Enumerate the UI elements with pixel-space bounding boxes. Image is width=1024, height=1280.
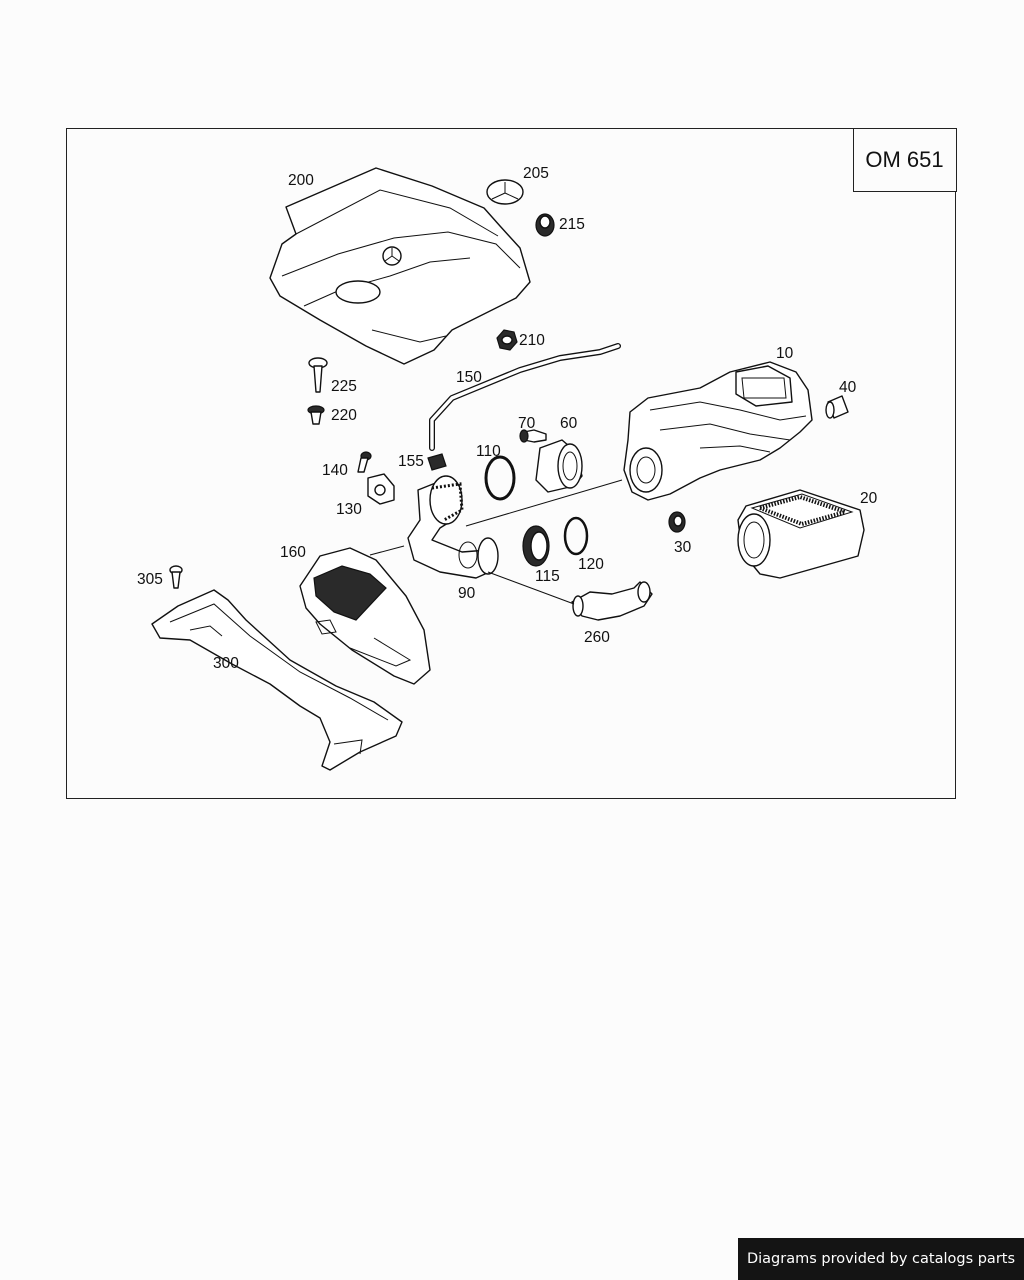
nut-part-210 xyxy=(496,329,518,351)
leader-lines xyxy=(369,479,623,605)
cap-part-40 xyxy=(825,395,849,419)
bolt-part-70 xyxy=(519,429,547,443)
callout-60: 60 xyxy=(560,415,578,432)
callout-10: 10 xyxy=(776,345,794,362)
mass-air-flow-sensor-part-60 xyxy=(535,439,583,493)
air-duct-part-160 xyxy=(299,547,431,685)
seal-ring-part-115 xyxy=(522,525,550,567)
engine-cover-part-200 xyxy=(269,167,531,365)
callout-220: 220 xyxy=(331,407,357,424)
callout-300: 300 xyxy=(213,655,239,672)
callout-130: 130 xyxy=(336,501,362,518)
callout-110: 110 xyxy=(476,443,501,460)
callout-150: 150 xyxy=(456,369,482,386)
pipe-part-260 xyxy=(571,581,653,621)
callout-160: 160 xyxy=(280,544,306,561)
callout-205: 205 xyxy=(523,165,549,182)
sensor-part-130 xyxy=(367,473,395,505)
grommet-part-30 xyxy=(668,511,686,533)
callout-115: 115 xyxy=(535,568,560,585)
pin-part-225 xyxy=(308,357,328,393)
intake-duct-part-90 xyxy=(407,475,499,579)
callout-155: 155 xyxy=(398,453,424,470)
callout-225: 225 xyxy=(331,378,357,395)
callout-210: 210 xyxy=(519,332,545,349)
callout-215: 215 xyxy=(559,216,585,233)
grommet-part-215 xyxy=(535,213,555,237)
callout-260: 260 xyxy=(584,629,610,646)
callout-70: 70 xyxy=(518,415,536,432)
hose-clamp-part-120 xyxy=(563,516,589,556)
clip-part-305 xyxy=(169,565,183,589)
screw-part-140 xyxy=(357,451,372,473)
callout-90: 90 xyxy=(458,585,476,602)
hose-clamp-part-110 xyxy=(484,455,516,501)
hose-part-150 xyxy=(429,343,621,451)
air-filter-element-part-20 xyxy=(737,489,865,579)
callout-200: 200 xyxy=(288,172,314,189)
clip-part-220 xyxy=(307,405,325,425)
footer-banner: Diagrams provided by catalogs parts xyxy=(738,1238,1024,1280)
callout-120: 120 xyxy=(578,556,604,573)
callout-40: 40 xyxy=(839,379,857,396)
callout-140: 140 xyxy=(322,462,348,479)
air-filter-housing-part-10 xyxy=(623,361,813,501)
callout-30: 30 xyxy=(674,539,692,556)
engine-code-label: OM 651 xyxy=(852,127,957,192)
grommet-part-155 xyxy=(427,453,447,471)
callout-20: 20 xyxy=(860,490,878,507)
callout-305: 305 xyxy=(137,571,163,588)
mercedes-star-emblem-icon xyxy=(486,179,524,205)
bracket-part-300 xyxy=(151,589,403,771)
